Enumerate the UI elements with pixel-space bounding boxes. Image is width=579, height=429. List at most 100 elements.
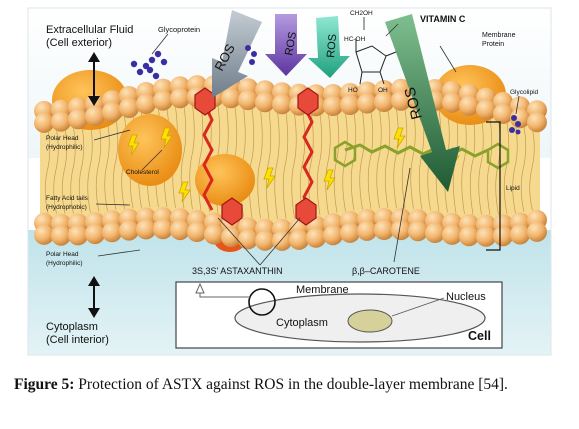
glycoprotein-cluster <box>130 50 168 80</box>
fatty-acid-tail <box>469 114 476 215</box>
polar-head-bead <box>442 92 462 113</box>
fatty-acid-tail <box>503 122 510 215</box>
polar-head-bead <box>527 221 547 242</box>
polar-head-bead <box>170 88 190 109</box>
polar-head-bead <box>255 230 275 251</box>
polar-head-bead <box>408 221 428 242</box>
caption-text: Protection of ASTX against ROS in the do… <box>74 376 508 393</box>
polar-head-bead <box>374 220 394 240</box>
ros-arrow-gray: ROS <box>211 10 262 98</box>
polar-head-bead <box>272 230 292 251</box>
fatty-acid-tail <box>78 126 85 214</box>
polar-head-bead <box>221 227 241 248</box>
fatty-acid-tail <box>282 112 289 219</box>
extracellular-fluid-label: Extracellular Fluid <box>46 24 133 36</box>
polar-head-bottom-label-2: (Hydrophilic) <box>46 260 82 267</box>
inset-nucleus <box>347 309 393 333</box>
fatty-acid-tail <box>274 111 280 220</box>
diagram-frame <box>27 7 552 356</box>
astaxanthin-molecule-right <box>295 87 319 226</box>
polar-head-bead <box>170 220 190 241</box>
polar-head-bead <box>34 112 54 133</box>
svg-text:ROS: ROS <box>283 31 299 57</box>
fatty-acid-tail <box>104 121 110 211</box>
polar-head-bead <box>272 94 292 115</box>
svg-text:ROS: ROS <box>325 33 339 58</box>
figure-caption: Figure 5: Protection of ASTX against ROS… <box>14 374 564 395</box>
polar-head-bead <box>153 219 173 240</box>
fatty-acid-tail <box>61 129 68 214</box>
fatty-acid-tail <box>512 125 518 214</box>
polar-head-bead <box>136 94 156 114</box>
polar-head-bead <box>391 90 411 111</box>
polar-head-bead <box>323 225 343 246</box>
ros-arrow-purple: ROS <box>265 14 307 76</box>
carotene-molecule <box>344 143 489 158</box>
vitamin-c-label: VITAMIN C <box>420 14 466 24</box>
cholesterol-label: Cholesterol <box>126 169 159 176</box>
fatty-acid-tail <box>189 105 195 210</box>
polar-head-bead <box>136 219 156 240</box>
inset-zoom-circle <box>248 288 276 316</box>
fatty-acid-label-2: (Hydrophobic) <box>46 204 87 211</box>
fatty-acid-tail <box>376 110 382 209</box>
fatty-acid-tail <box>257 109 263 219</box>
polar-head-top-label-1: Polar Head <box>46 135 79 142</box>
polar-head-bead <box>476 99 496 120</box>
fatty-acid-tail <box>95 123 102 212</box>
fatty-acid-tail <box>265 110 272 219</box>
astaxanthin-label: 3S,3S' ASTAXANTHIN <box>192 266 283 276</box>
inset-cytoplasm-label: Cytoplasm <box>276 317 328 329</box>
polar-head-bead <box>238 90 258 111</box>
polar-head-bead <box>102 222 122 243</box>
fatty-acid-tail <box>342 113 348 212</box>
cell-interior-label: (Cell interior) <box>46 334 109 346</box>
fatty-acid-tail <box>393 109 399 209</box>
fatty-acid-tail <box>291 113 297 219</box>
fatty-acid-tail <box>325 114 331 215</box>
polar-head-bead <box>119 98 139 118</box>
polar-head-bead <box>493 226 513 247</box>
fatty-acid-tail <box>478 116 484 215</box>
polar-head-bead <box>102 102 122 123</box>
polar-head-bottom-label-1: Polar Head <box>46 251 79 258</box>
lipid-bracket <box>486 121 501 251</box>
polar-head-bead <box>306 227 326 248</box>
polar-head-bead <box>68 225 88 246</box>
inset-cell-label: Cell <box>468 329 491 343</box>
fatty-acid-tail <box>359 111 365 210</box>
polar-head-bead <box>238 229 258 250</box>
fatty-acid-tail <box>461 112 467 215</box>
glycolipid-cluster <box>509 115 521 135</box>
polar-head-bead <box>340 222 360 243</box>
inset-nucleus-label: Nucleus <box>446 291 486 303</box>
carotene-ring-right <box>486 142 510 170</box>
polar-head-bead <box>527 112 547 133</box>
polar-head-bead <box>442 224 462 245</box>
cell-exterior-label: (Cell exterior) <box>46 37 112 49</box>
polar-head-bead <box>425 223 445 243</box>
polar-head-bead <box>459 95 479 116</box>
caption-label: Figure 5: <box>14 376 75 393</box>
membrane-protein-label-1: Membrane <box>482 32 516 39</box>
polar-head-bead <box>51 225 71 246</box>
vitc-ho: HO <box>348 87 358 94</box>
polar-head-bead <box>374 92 394 112</box>
vitc-oh: OH <box>378 87 388 94</box>
lower-polar-heads <box>34 207 547 251</box>
inset-membrane-label: Membrane <box>296 284 349 296</box>
polar-head-bead <box>357 220 377 241</box>
polar-head-bead <box>34 224 54 245</box>
fatty-acid-tail <box>44 130 51 214</box>
polar-head-bead <box>153 90 173 111</box>
fatty-acid-tail <box>316 114 323 216</box>
fatty-acid-tail <box>367 111 374 209</box>
polar-head-bead <box>340 95 360 115</box>
polar-head-bead <box>459 226 479 247</box>
carotene-ring-left <box>333 140 357 168</box>
astaxanthin-molecule-left <box>194 87 243 226</box>
fatty-acid-tail <box>70 127 76 214</box>
polar-head-bead <box>476 226 496 247</box>
glycoprotein-small <box>245 45 257 65</box>
polar-head-bead <box>187 222 207 242</box>
